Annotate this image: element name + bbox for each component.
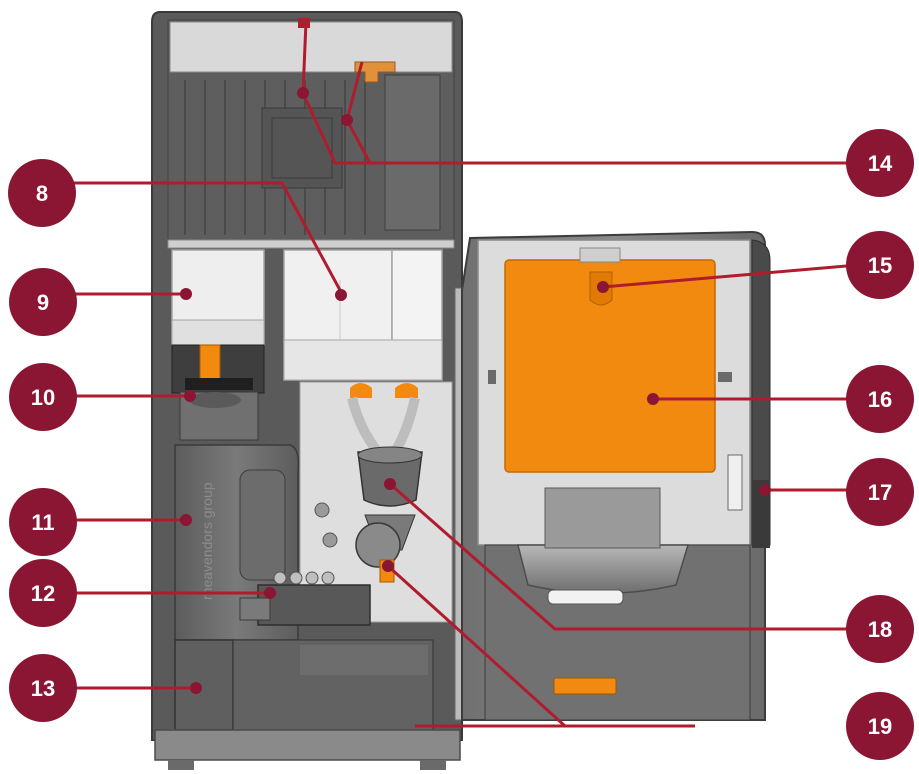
callout-18: 18 — [846, 595, 914, 663]
leader-15 — [602, 263, 859, 289]
leader-18 — [389, 482, 858, 631]
callout-18-label: 18 — [868, 617, 892, 642]
leader-8 — [72, 181, 343, 293]
open-door — [461, 230, 771, 721]
callout-10: 10 — [9, 363, 77, 431]
leader-lines — [72, 21, 860, 728]
anchor-dots — [180, 87, 771, 694]
callout-11: 11 — [9, 488, 77, 556]
canisters — [171, 249, 443, 381]
callouts: 8 9 10 11 12 13 14 15 — [8, 129, 914, 760]
callout-11-label: 11 — [31, 510, 54, 535]
callout-17-label: 17 — [868, 480, 892, 505]
callout-15-label: 15 — [868, 253, 892, 278]
callout-8-label: 8 — [36, 181, 48, 206]
callout-10-label: 10 — [31, 385, 55, 410]
callout-19: 19 — [846, 692, 914, 760]
cabinet-brand-text: rheavendors group — [199, 482, 215, 600]
valve-block — [239, 571, 371, 626]
waste-bin — [174, 639, 434, 731]
mixing-area — [299, 381, 453, 623]
callout-13: 13 — [9, 654, 77, 722]
callout-14-label: 14 — [868, 151, 893, 176]
callout-12: 12 — [9, 559, 77, 627]
callout-17: 17 — [846, 458, 914, 526]
callout-16-label: 16 — [868, 387, 892, 412]
callout-16: 16 — [846, 365, 914, 433]
callout-9-label: 9 — [37, 290, 49, 315]
leader-14a — [301, 21, 860, 165]
callout-9: 9 — [9, 268, 77, 336]
callout-12-label: 12 — [31, 581, 55, 606]
callout-19-label: 19 — [868, 714, 892, 739]
main-cabinet: rheavendors group — [151, 11, 468, 770]
callout-15: 15 — [846, 231, 914, 299]
rear-fins — [184, 80, 366, 235]
callout-13-label: 13 — [31, 676, 55, 701]
callout-8: 8 — [8, 159, 76, 227]
callout-14: 14 — [846, 129, 914, 197]
